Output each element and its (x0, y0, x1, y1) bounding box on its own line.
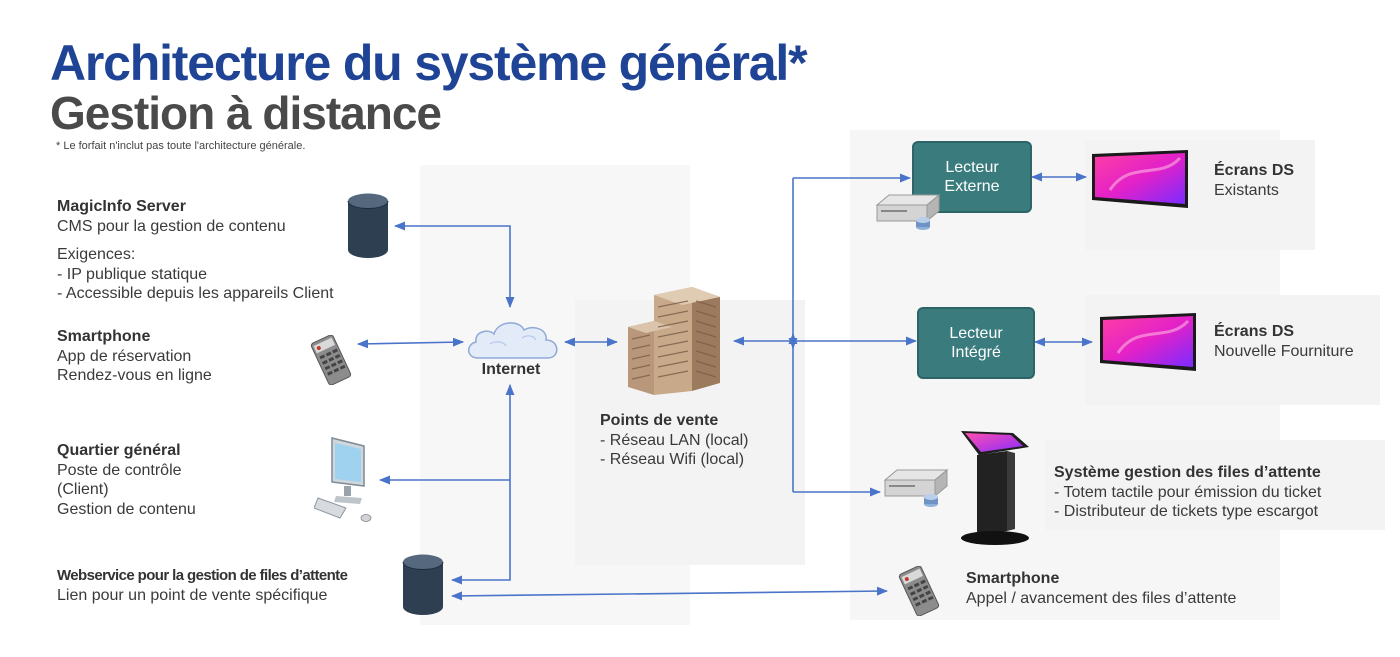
computer-icon (314, 437, 372, 522)
requirement-item: - Accessible depuis les appareils Client (57, 285, 334, 302)
integrated-player-line1: Lecteur (949, 325, 1003, 342)
webservice-line: Lien pour un point de vente spécifique (57, 586, 328, 604)
requirement-item: - IP publique statique (57, 265, 208, 283)
screen-existing-icon (1092, 150, 1188, 208)
queue-system-line: - Totem tactile pour émission du ticket (1054, 483, 1322, 501)
kiosk-totem-icon (961, 431, 1029, 545)
screens-new-text: Écrans DS Nouvelle Fourniture (1214, 322, 1354, 361)
page-subtitle: Gestion à distance (50, 87, 442, 139)
page-title: Architecture du système général* (50, 35, 808, 91)
screens-existing-heading: Écrans DS (1214, 162, 1295, 179)
webservice-database-icon (402, 554, 444, 615)
screens-new-heading: Écrans DS (1214, 323, 1295, 340)
hq-line: Poste de contrôle (57, 461, 182, 479)
points-de-vente-text: Points de vente - Réseau LAN (local) - R… (600, 411, 749, 470)
smartphone-left-line: Rendez-vous en ligne (57, 367, 212, 384)
webservice-text: Webservice pour la gestion de files d’at… (57, 566, 348, 605)
screen-new-icon (1100, 313, 1196, 371)
smartphone-queue-line: Appel / avancement des files d’attente (966, 589, 1237, 607)
smartphone-left-line: App de réservation (57, 347, 192, 365)
points-de-vente-line: - Réseau Wifi (local) (600, 451, 745, 468)
footnote: * Le forfait n'inclut pas toute l'archit… (56, 140, 306, 152)
hq-text: Quartier général Poste de contrôle (Clie… (57, 441, 196, 519)
magicinfo-server-line: CMS pour la gestion de contenu (57, 217, 286, 235)
building-icon (628, 287, 720, 395)
database-icon (347, 193, 389, 258)
queue-system-line: - Distributeur de tickets type escargot (1054, 503, 1319, 520)
server-icon (875, 193, 941, 230)
points-de-vente-line: - Réseau LAN (local) (600, 431, 749, 449)
queue-system-heading: Système gestion des files d’attente (1054, 464, 1321, 481)
cloud-icon (468, 322, 558, 359)
magicinfo-server-text: MagicInfo Server CMS pour la gestion de … (57, 197, 334, 304)
internet-label: Internet (481, 361, 541, 378)
screens-existing-text: Écrans DS Existants (1214, 161, 1294, 200)
screens-existing-line: Existants (1214, 181, 1279, 199)
smartphone-icon (310, 335, 352, 385)
smartphone-queue-icon (898, 566, 940, 616)
screens-new-line: Nouvelle Fourniture (1214, 342, 1354, 360)
hq-line: (Client) (57, 481, 109, 498)
points-de-vente-heading: Points de vente (600, 412, 719, 429)
smartphone-queue-heading: Smartphone (966, 570, 1060, 587)
smartphone-queue-text: Smartphone Appel / avancement des files … (966, 569, 1236, 608)
bg-panel-queue (1045, 440, 1385, 530)
queue-system-text: Système gestion des files d’attente - To… (1054, 463, 1321, 522)
external-player-line1: Lecteur (945, 159, 999, 176)
smartphone-left-heading: Smartphone (57, 328, 151, 345)
integrated-player-box: Lecteur Intégré (917, 307, 1035, 379)
magicinfo-server-heading: MagicInfo Server (57, 198, 186, 215)
smartphone-left-text: Smartphone App de réservation Rendez-vou… (57, 327, 212, 386)
external-player-line2: Externe (944, 178, 1000, 195)
queue-server-icon (883, 468, 949, 507)
hq-heading: Quartier général (57, 442, 181, 459)
hq-line: Gestion de contenu (57, 500, 196, 518)
integrated-player-line2: Intégré (951, 344, 1001, 361)
webservice-heading: Webservice pour la gestion de files d’at… (57, 567, 348, 584)
requirements-heading: Exigences: (57, 246, 136, 263)
